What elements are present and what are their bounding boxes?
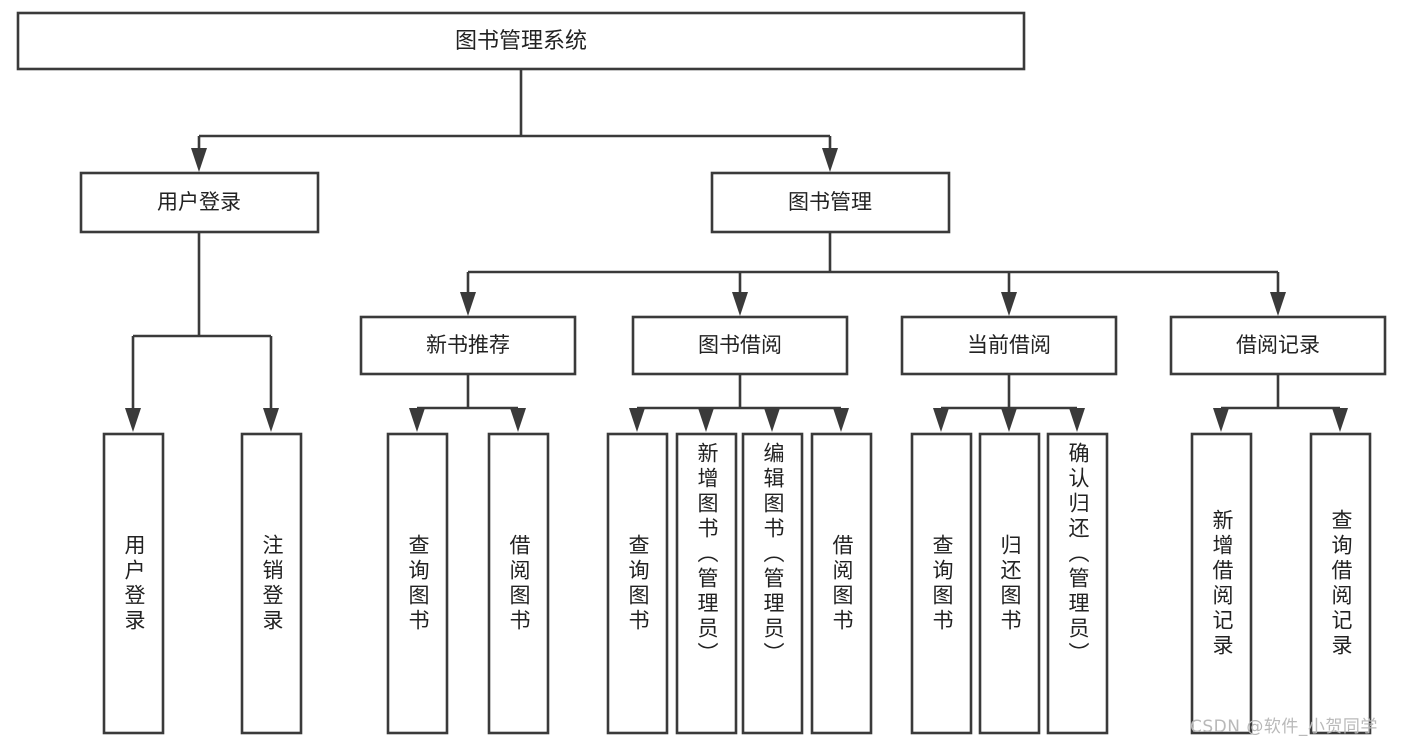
arrow-head-current-borrow (1001, 292, 1017, 316)
node-book-borrow[interactable]: 图书借阅 (631, 315, 849, 376)
node-new-book-rec[interactable]: 新书推荐 (359, 315, 577, 376)
leaf-boxes-group (102, 432, 1372, 735)
arrow-head-leaf-return-book (1001, 408, 1017, 432)
node-box-leaf-return-book[interactable] (978, 432, 1041, 735)
arrow-head-leaf-query-book-3 (933, 408, 949, 432)
arrow-head-leaf-user-login (125, 408, 141, 432)
arrow-head-user-login (191, 148, 207, 172)
node-box-root[interactable] (16, 11, 1026, 71)
node-box-leaf-user-login[interactable] (102, 432, 165, 735)
arrow-head-leaf-borrow-book-2 (833, 408, 849, 432)
node-box-leaf-query-book-1[interactable] (386, 432, 449, 735)
node-box-leaf-borrow-book-1[interactable] (487, 432, 550, 735)
node-label-user-login: 用户登录 (157, 190, 241, 214)
node-box-leaf-logout[interactable] (240, 432, 303, 735)
node-label-new-book-rec: 新书推荐 (426, 333, 510, 357)
node-label-book-manage: 图书管理 (788, 190, 872, 214)
node-box-user-login[interactable] (79, 171, 320, 234)
node-box-leaf-borrow-book-2[interactable] (810, 432, 873, 735)
node-label-book-borrow: 图书借阅 (698, 333, 782, 357)
node-box-leaf-add-record[interactable] (1190, 432, 1253, 735)
node-user-login[interactable]: 用户登录 (79, 171, 320, 234)
arrow-head-leaf-edit-book (764, 408, 780, 432)
node-box-current-borrow[interactable] (900, 315, 1118, 376)
connector-group-borrow-record (1213, 374, 1348, 432)
node-label-current-borrow: 当前借阅 (967, 333, 1051, 357)
arrow-head-borrow-record (1270, 292, 1286, 316)
node-book-manage[interactable]: 图书管理 (710, 171, 951, 234)
arrow-head-new-book-rec (460, 292, 476, 316)
connector-group-book-manage (460, 232, 1286, 316)
arrow-head-leaf-query-record (1332, 408, 1348, 432)
arrow-head-leaf-borrow-book-1 (510, 408, 526, 432)
node-box-borrow-record[interactable] (1169, 315, 1387, 376)
connector-group-current-borrow (933, 374, 1085, 432)
connector-group-new-book-rec (409, 374, 526, 432)
node-box-new-book-rec[interactable] (359, 315, 577, 376)
node-box-leaf-query-record[interactable] (1309, 432, 1372, 735)
arrow-head-leaf-logout (263, 408, 279, 432)
arrow-head-book-borrow (732, 292, 748, 316)
arrow-head-leaf-query-book-2 (629, 408, 645, 432)
node-borrow-record[interactable]: 借阅记录 (1169, 315, 1387, 376)
watermark-text: CSDN @软件_小贺同学 (1190, 717, 1378, 737)
node-box-leaf-add-book[interactable] (675, 432, 738, 735)
node-box-book-borrow[interactable] (631, 315, 849, 376)
node-label-root: 图书管理系统 (455, 29, 587, 54)
connector-group-user-login (125, 232, 279, 432)
node-label-borrow-record: 借阅记录 (1236, 333, 1320, 357)
node-box-book-manage[interactable] (710, 171, 951, 234)
node-box-leaf-edit-book[interactable] (741, 432, 804, 735)
arrow-head-leaf-confirm-return (1069, 408, 1085, 432)
node-root[interactable]: 图书管理系统 (16, 11, 1026, 71)
arrow-head-leaf-add-record (1213, 408, 1229, 432)
arrow-head-book-manage (822, 148, 838, 172)
node-box-leaf-confirm-return[interactable] (1046, 432, 1109, 735)
arrow-head-leaf-add-book (698, 408, 714, 432)
node-box-leaf-query-book-3[interactable] (910, 432, 973, 735)
node-current-borrow[interactable]: 当前借阅 (900, 315, 1118, 376)
node-box-leaf-query-book-2[interactable] (606, 432, 669, 735)
connector-group-root (191, 69, 838, 172)
arrow-head-leaf-query-book-1 (409, 408, 425, 432)
connector-group-book-borrow (629, 374, 849, 432)
